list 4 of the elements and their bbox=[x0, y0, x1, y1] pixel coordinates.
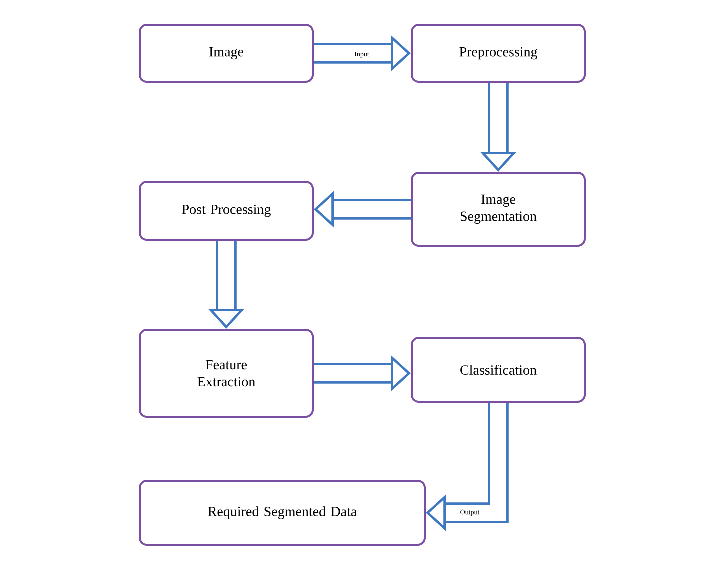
process-box: Image Segmentation bbox=[411, 172, 586, 247]
process-box: Required Segmented Data bbox=[139, 480, 426, 546]
process-box: Image bbox=[139, 24, 314, 83]
process-box: Feature Extraction bbox=[139, 329, 314, 418]
